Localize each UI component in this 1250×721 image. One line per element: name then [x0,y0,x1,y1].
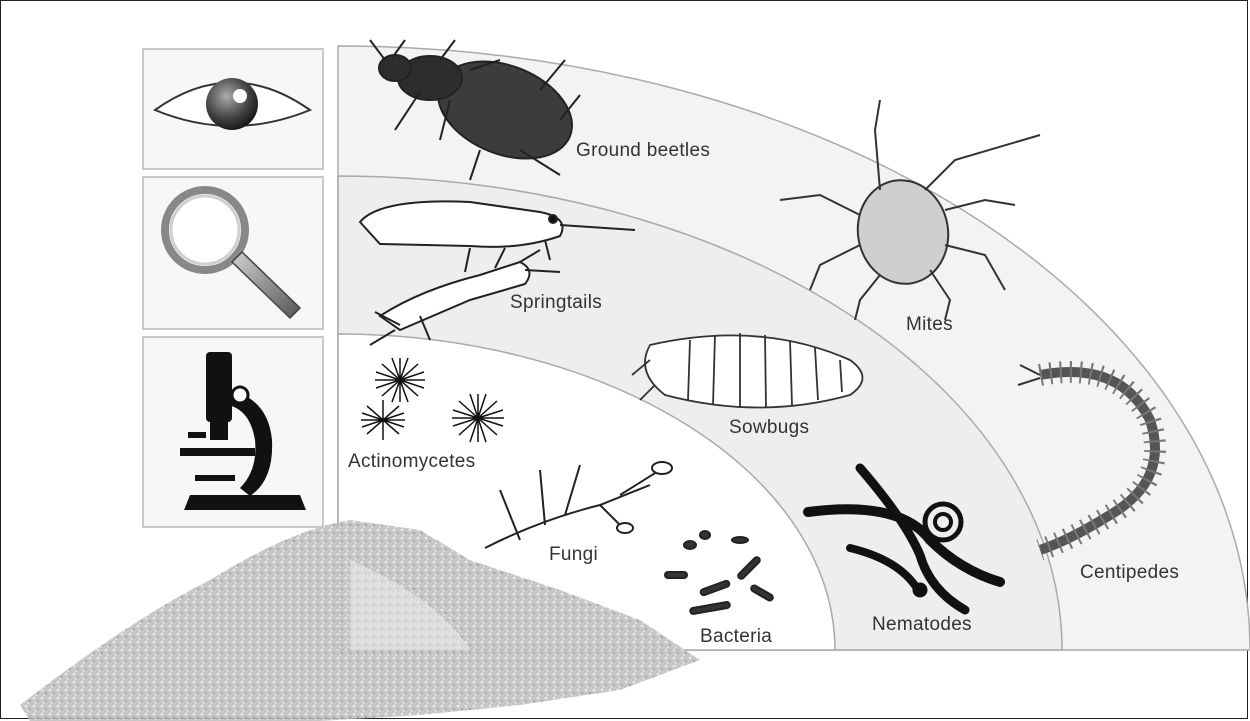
label-ground-beetles: Ground beetles [576,140,710,161]
label-actinomycetes: Actinomycetes [348,451,475,472]
label-bacteria: Bacteria [700,626,772,647]
label-centipedes: Centipedes [1080,562,1179,583]
label-mites: Mites [906,314,953,335]
label-springtails: Springtails [510,292,602,313]
label-fungi: Fungi [549,544,598,565]
label-nematodes: Nematodes [872,614,972,635]
label-sowbugs: Sowbugs [729,417,809,438]
